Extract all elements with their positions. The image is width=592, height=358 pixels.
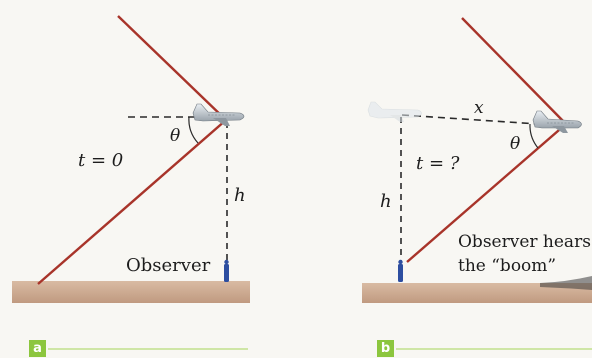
shock-wave-upper-b	[461, 17, 567, 125]
observer-a-icon	[224, 259, 229, 282]
panel-tag-a: a	[29, 340, 46, 357]
theta-arc-a	[188, 116, 199, 144]
ground-a	[12, 281, 250, 303]
ground-b	[362, 283, 592, 303]
airplane-icon	[192, 103, 245, 126]
panel-rule-a	[48, 348, 248, 350]
airplane-b-icon	[532, 110, 582, 133]
x-label-b: x	[474, 98, 484, 118]
theta-label-b: θ	[510, 134, 521, 154]
theta-arc-b	[529, 123, 539, 149]
observer-label-a: Observer	[126, 255, 211, 276]
height-label-a: h	[234, 185, 246, 206]
shock-wave-lower-b	[406, 123, 567, 263]
ghost-airplane-icon	[367, 101, 422, 122]
time-label-b: t = ?	[416, 153, 460, 174]
observer-hears-line1: Observer hears	[458, 232, 591, 252]
shock-wave-lower-a	[37, 119, 227, 285]
panel-tag-b: b	[377, 340, 394, 357]
x-dashed-b	[401, 114, 539, 125]
theta-label-a: θ	[170, 126, 181, 146]
shock-wave-upper-a	[117, 15, 227, 121]
time-label-a: t = 0	[78, 150, 124, 171]
height-label-b: h	[380, 191, 392, 212]
observer-b-icon	[398, 259, 403, 282]
panel-rule-b	[396, 348, 592, 350]
observer-hears-line2: the “boom”	[458, 256, 557, 276]
page-curl-shadow	[540, 276, 592, 290]
